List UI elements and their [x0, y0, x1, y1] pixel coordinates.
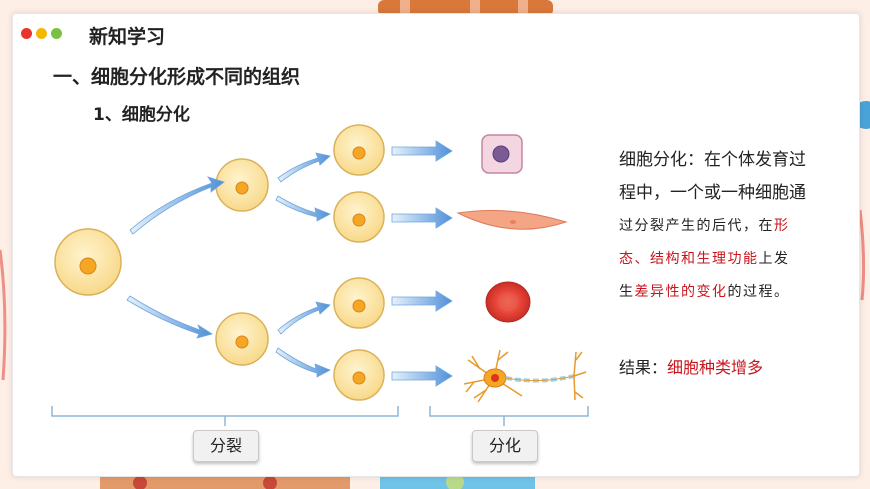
granddaughter-cell-1: [333, 124, 385, 176]
differentiation-label: 分化: [472, 430, 538, 462]
definition-line-3: 过分裂产生的后代，在形: [619, 218, 790, 234]
arrow-to-red-blood: [391, 290, 453, 312]
arrow-to-muscle: [391, 207, 453, 229]
definition-line-5: 生差异性的变化的过程。: [619, 284, 790, 300]
arrow-lower-to-cell-4: [275, 347, 331, 378]
result-text: 结果：细胞种类增多: [619, 354, 763, 378]
epithelial-cell: [481, 134, 523, 174]
definition-line-1: 细胞分化：在个体发育过: [619, 150, 806, 170]
arrow-lower-to-cell-3: [277, 301, 331, 335]
result-value: 细胞种类增多: [667, 358, 764, 377]
slide-panel: 新知学习 一、细胞分化形成不同的组织 1、细胞分化 细胞分化：在个体发育过 程中…: [12, 13, 860, 477]
red-blood-cell: [485, 281, 531, 323]
muscle-cell: [456, 209, 568, 230]
granddaughter-cell-2: [333, 191, 385, 243]
highlight-structure: 态、结构和生理功能: [619, 251, 759, 267]
red-dot: [21, 28, 32, 39]
arrow-stem-to-lower: [126, 295, 213, 339]
heading-secondary: 1、细胞分化: [93, 105, 190, 125]
arrow-stem-to-upper: [129, 176, 225, 235]
granddaughter-cell-4: [333, 349, 385, 401]
division-label: 分裂: [193, 430, 259, 462]
window-dots: [21, 28, 62, 39]
differentiation-bracket: [429, 406, 589, 426]
highlight-shape: 形: [774, 218, 790, 234]
neuron-cell: [463, 349, 587, 403]
arrow-to-neuron: [391, 365, 453, 387]
definition-line-2: 程中，一个或一种细胞通: [619, 183, 806, 203]
arrow-upper-to-cell-2: [275, 195, 331, 222]
green-dot: [51, 28, 62, 39]
stem-cell: [54, 228, 122, 296]
arrow-upper-to-cell-1: [277, 152, 331, 183]
definition-text: 细胞分化：在个体发育过 程中，一个或一种细胞通 过分裂产生的后代，在形 态、结构…: [619, 144, 845, 309]
granddaughter-cell-3: [333, 277, 385, 329]
arrow-to-epithelial: [391, 140, 453, 162]
daughter-cell-lower: [215, 312, 269, 366]
section-title: 新知学习: [89, 26, 166, 48]
heading-primary: 一、细胞分化形成不同的组织: [53, 66, 301, 88]
division-bracket: [51, 406, 399, 426]
highlight-difference: 差异性的变化: [634, 284, 728, 300]
red-cells-decoration: [100, 477, 350, 489]
yellow-dot: [36, 28, 47, 39]
daughter-cell-upper: [215, 158, 269, 212]
muscle-cell-decoration: [378, 0, 553, 16]
result-label: 结果：: [619, 358, 668, 377]
definition-line-4: 态、结构和生理功能上发: [619, 251, 790, 267]
